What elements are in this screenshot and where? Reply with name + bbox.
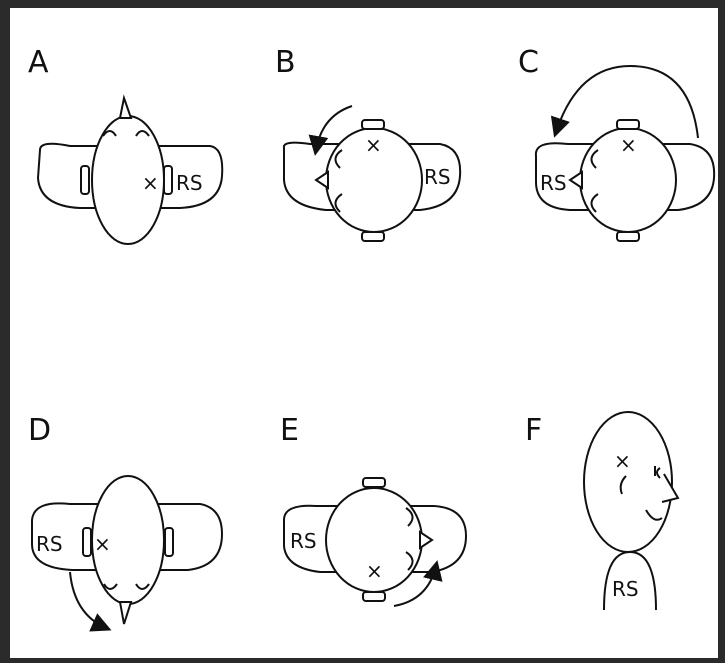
ear-bottom <box>617 232 639 241</box>
marker-x: × <box>614 449 631 473</box>
ear-top <box>362 120 384 129</box>
rotation-diagram: A × RS B × RS C × RS D <box>10 8 718 658</box>
ear-top <box>363 478 385 487</box>
panel-letter: B <box>275 45 296 80</box>
panel-a: A × RS <box>28 45 222 244</box>
ear-left <box>83 528 91 556</box>
shoulder-label: RS <box>424 165 451 189</box>
shoulder-label: RS <box>540 171 567 195</box>
ear-bottom <box>363 592 385 601</box>
ear-left <box>81 166 89 194</box>
panel-letter: D <box>28 413 51 448</box>
panel-letter: F <box>525 413 542 448</box>
panel-letter: C <box>518 45 539 80</box>
ear-right <box>164 166 172 194</box>
marker-x: × <box>366 559 383 583</box>
shoulder-label: RS <box>36 532 63 556</box>
panel-e: E × RS <box>280 413 466 606</box>
figure-canvas: A × RS B × RS C × RS D <box>10 8 718 658</box>
marker-x: × <box>94 532 111 556</box>
panel-letter: A <box>28 45 49 80</box>
panel-b: B × RS <box>275 45 460 241</box>
ear-right <box>165 528 173 556</box>
ear-bottom <box>362 232 384 241</box>
shoulder-label: RS <box>612 577 639 601</box>
marker-x: × <box>142 171 159 195</box>
ear-top <box>617 120 639 129</box>
shoulder-label: RS <box>176 171 203 195</box>
panel-f: F × RS <box>525 412 678 610</box>
marker-x: × <box>365 133 382 157</box>
nose <box>120 602 131 624</box>
head-outline <box>584 412 672 552</box>
panel-letter: E <box>280 413 299 448</box>
panel-c: C × RS <box>518 45 714 241</box>
panel-d: D × RS <box>28 413 222 628</box>
shoulder-label: RS <box>290 529 317 553</box>
nose <box>120 98 131 118</box>
marker-x: × <box>620 133 637 157</box>
